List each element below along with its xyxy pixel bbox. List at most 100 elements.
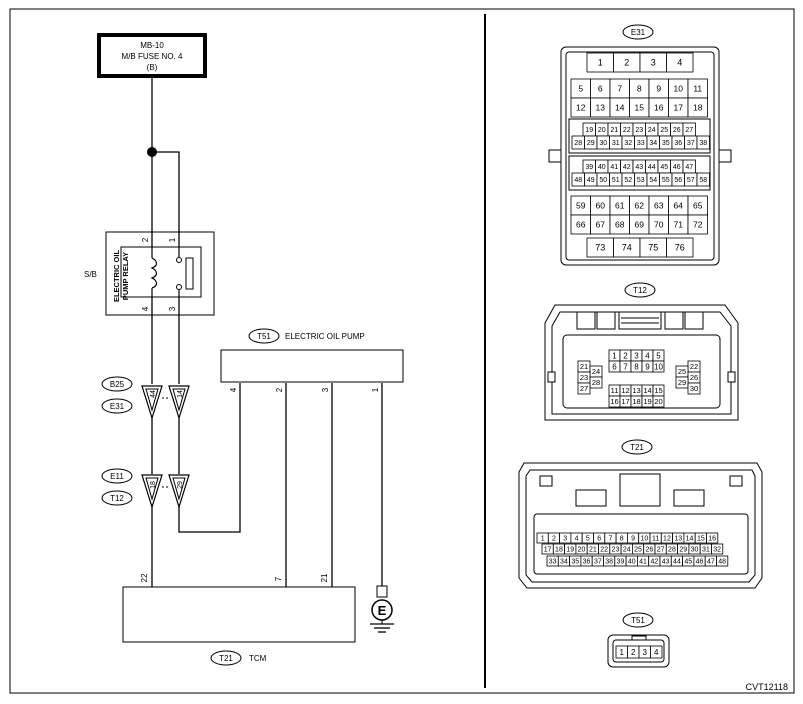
pin-number: 56 — [674, 177, 682, 184]
pin-number: 14 — [686, 536, 694, 543]
pin-cell — [696, 172, 710, 187]
pin-number: 4 — [645, 351, 650, 360]
pin-number: 6 — [612, 362, 617, 371]
pin-number: 23 — [580, 373, 588, 382]
pin-number: 1 — [620, 648, 625, 657]
pin-number: 2 — [552, 536, 556, 543]
ground-label: E — [378, 603, 387, 618]
relay-pin-4: 4 — [141, 306, 150, 311]
pin-number: 47 — [685, 164, 693, 171]
pin-number: 48 — [574, 177, 582, 184]
pin-number: 20 — [578, 547, 586, 554]
pin-number: 39 — [585, 164, 593, 171]
pin-cell — [706, 532, 719, 544]
tcm-pin-7: 7 — [274, 576, 283, 581]
tcm-module: 22 7 21 T21 TCM — [122, 573, 356, 666]
pin-number: 42 — [650, 559, 658, 566]
pin-number: 7 — [617, 84, 622, 94]
pin-number: 21 — [589, 547, 597, 554]
oil-pump-relay: 2 1 4 3 ELECTRIC OIL PUMP RELAY S/B — [84, 231, 215, 316]
relay-contact-icon — [176, 257, 182, 263]
pin-number: 4 — [654, 648, 659, 657]
pin-number: 72 — [693, 220, 703, 230]
t51-tag: T51 — [631, 616, 645, 625]
pin-number: 24 — [648, 127, 656, 134]
pin-number: 66 — [576, 220, 586, 230]
pin-number: 37 — [594, 559, 602, 566]
pin-number: 7 — [623, 362, 628, 371]
pin-number: 38 — [699, 140, 707, 147]
pin-cell — [652, 360, 665, 373]
pin-number: 55 — [662, 177, 670, 184]
pump-pin-1: 1 — [371, 387, 380, 392]
pin-number: 12 — [663, 536, 671, 543]
tcm-tag: T21 — [219, 654, 233, 663]
pin-number: 37 — [687, 140, 695, 147]
pin-number: 40 — [598, 164, 606, 171]
pin-number: 9 — [645, 362, 650, 371]
pin-number: 14 — [615, 103, 625, 113]
joint1-tag-top: B25 — [110, 380, 125, 389]
pin-cell — [687, 382, 701, 395]
pin-number: 32 — [713, 547, 721, 554]
pin-number: 12 — [621, 386, 629, 395]
pin-number: 18 — [555, 547, 563, 554]
pin-number: 34 — [560, 559, 568, 566]
pin-number: 18 — [693, 103, 703, 113]
pin-number: 30 — [599, 140, 607, 147]
fuse-line3: (B) — [147, 63, 158, 72]
pin-number: 51 — [612, 177, 620, 184]
pin-number: 5 — [586, 536, 590, 543]
pin-number: 44 — [673, 559, 681, 566]
pin-number: 27 — [657, 547, 665, 554]
pin-number: 23 — [612, 547, 620, 554]
fuse-line2: M/B FUSE NO. 4 — [122, 52, 183, 61]
pin-number: 14 — [643, 386, 651, 395]
joint1-pin-right: 14 — [177, 390, 184, 398]
pin-number: 39 — [617, 559, 625, 566]
pin-number: 62 — [635, 201, 645, 211]
pin-number: 24 — [623, 547, 631, 554]
pin-number: 53 — [637, 177, 645, 184]
pin-number: 25 — [678, 367, 686, 376]
pin-number: 7 — [608, 536, 612, 543]
relay-name-line2: PUMP RELAY — [121, 252, 130, 300]
pin-number: 22 — [623, 127, 631, 134]
pin-number: 15 — [635, 103, 645, 113]
pin-number: 5 — [578, 84, 583, 94]
pin-number: 63 — [654, 201, 664, 211]
pin-number: 35 — [662, 140, 670, 147]
pin-cell — [687, 214, 708, 235]
pin-number: 16 — [610, 397, 618, 406]
pin-number: 30 — [690, 384, 698, 393]
pin-number: 15 — [654, 386, 662, 395]
pin-number: 22 — [690, 362, 698, 371]
pin-number: 28 — [574, 140, 582, 147]
relay-pin-2: 2 — [141, 237, 150, 242]
pin-number: 27 — [685, 127, 693, 134]
pin-number: 46 — [696, 559, 704, 566]
tcm-pin-22: 22 — [140, 573, 149, 582]
pin-number: 75 — [648, 243, 658, 253]
pin-number: 12 — [576, 103, 586, 113]
pin-number: 57 — [687, 177, 695, 184]
pin-number: 29 — [679, 547, 687, 554]
t21-tag: T21 — [630, 443, 644, 452]
pin-cell — [675, 376, 689, 389]
pin-number: 31 — [702, 547, 710, 554]
pin-number: 64 — [674, 201, 684, 211]
pin-number: 41 — [610, 164, 618, 171]
fuse-box: MB-10 M/B FUSE NO. 4 (B) — [97, 33, 207, 78]
pin-number: 28 — [668, 547, 676, 554]
pin-number: 1 — [612, 351, 617, 360]
relay-pin-1: 1 — [168, 237, 177, 242]
pin-number: 54 — [649, 177, 657, 184]
joint2-pin-right: 29 — [177, 481, 184, 489]
pin-number: 23 — [635, 127, 643, 134]
pin-number: 36 — [674, 140, 682, 147]
pin-number: 1 — [541, 536, 545, 543]
pin-number: 17 — [621, 397, 629, 406]
